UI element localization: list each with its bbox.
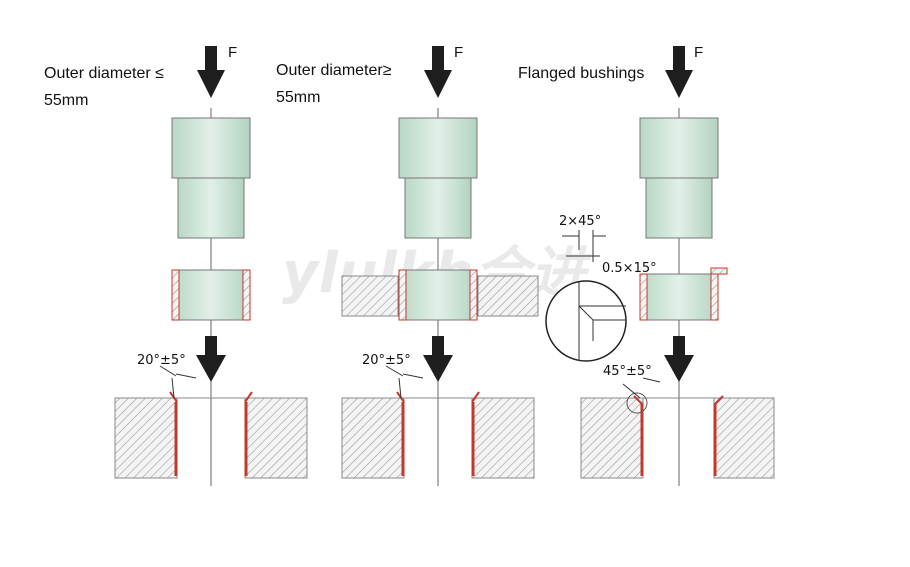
angle-label-col2: 20°±5° xyxy=(362,353,411,368)
housing-col1 xyxy=(114,391,308,479)
bushing-col1 xyxy=(171,269,251,321)
column-1: F xyxy=(114,44,308,486)
punch-col1 xyxy=(171,117,251,239)
chamfer-label: 2×45° xyxy=(559,214,601,229)
guide-plate-col2 xyxy=(341,275,539,317)
press-arrow-col2 xyxy=(423,336,453,382)
press-arrow-col1 xyxy=(196,336,226,382)
detail-view: 2×45° xyxy=(545,214,627,362)
chamfer-detail-marker xyxy=(626,392,648,414)
caption-col1-line1: Outer diameter ≤ xyxy=(44,65,164,82)
press-arrow-col3 xyxy=(664,336,694,382)
force-label-col3: F xyxy=(694,44,703,61)
housing-col2 xyxy=(341,391,535,479)
force-arrow-col3 xyxy=(665,46,693,98)
force-arrow-col2 xyxy=(424,46,452,98)
angle-callout-col3 xyxy=(622,377,661,399)
caption-col1-line2: 55mm xyxy=(44,92,89,109)
force-arrow-col1 xyxy=(197,46,225,98)
housing-col3 xyxy=(580,392,775,479)
punch-col3 xyxy=(639,117,719,239)
bushing-col2 xyxy=(398,269,478,321)
column-3: F 0.5×15° 45°±5° xyxy=(580,44,775,486)
force-label-col2: F xyxy=(454,44,463,61)
force-label-col1: F xyxy=(228,44,237,61)
angle-callout-col2 xyxy=(385,365,424,399)
angle-label-col3: 45°±5° xyxy=(603,364,652,379)
flange-chamfer-label: 0.5×15° xyxy=(602,261,657,276)
column-2: F xyxy=(341,44,539,486)
angle-label-col1: 20°±5° xyxy=(137,353,186,368)
angle-callout-col1 xyxy=(159,365,197,399)
caption-col2-line2: 55mm xyxy=(276,89,321,106)
detail-circle xyxy=(545,280,627,362)
flanged-bushing-col3 xyxy=(639,267,728,321)
caption-col3: Flanged bushings xyxy=(518,65,645,82)
caption-col2-line1: Outer diameter≥ xyxy=(276,62,392,79)
punch-col2 xyxy=(398,117,478,239)
